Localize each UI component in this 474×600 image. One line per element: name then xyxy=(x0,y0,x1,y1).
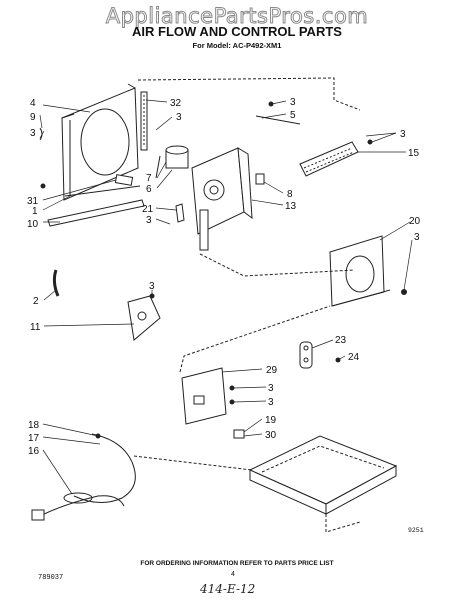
part-base-pan xyxy=(248,435,398,515)
part-rod xyxy=(255,115,301,125)
callout: 19 xyxy=(265,415,277,426)
callout: 3 xyxy=(30,128,36,139)
callout: 29 xyxy=(266,365,278,376)
callout: 31 xyxy=(27,196,39,207)
callout: 5 xyxy=(290,110,296,121)
callout: 4 xyxy=(30,98,36,109)
callout: 6 xyxy=(146,184,152,195)
part-capacitor-clip xyxy=(233,429,245,439)
part-power-cord xyxy=(31,433,136,521)
callout: 7 xyxy=(146,173,152,184)
part-screw-a xyxy=(40,183,46,189)
part-knob-bracket xyxy=(175,203,185,223)
watermark: AppliancePartsPros.com xyxy=(105,4,369,29)
figure-code: 9251 xyxy=(408,527,424,534)
part-right-shroud xyxy=(329,235,391,307)
page-number: 4 xyxy=(231,571,235,578)
callout: 9 xyxy=(30,112,36,123)
part-control-bracket xyxy=(191,147,253,251)
callout: 24 xyxy=(348,352,360,363)
part-tube xyxy=(52,269,60,297)
part-thermostat-holder xyxy=(299,341,341,369)
callout: 1 xyxy=(32,206,38,217)
callout: 3 xyxy=(149,281,155,292)
callout: 3 xyxy=(414,232,420,243)
callout: 11 xyxy=(30,322,41,333)
callout: 18 xyxy=(28,420,40,431)
callout: 3 xyxy=(268,383,274,394)
diagram-title: AIR FLOW AND CONTROL PARTS xyxy=(132,24,342,39)
callout: 21 xyxy=(142,204,154,215)
leader-dashed xyxy=(137,77,361,111)
handwritten-note: 414-E-12 xyxy=(200,582,256,596)
part-small-bracket xyxy=(39,127,43,141)
ordering-note: FOR ORDERING INFORMATION REFER TO PARTS … xyxy=(140,560,334,567)
model-line: For Model: AC-P492-XM1 xyxy=(192,41,282,50)
part-foam-strip xyxy=(64,185,141,197)
callout: 8 xyxy=(287,189,293,200)
callout: 17 xyxy=(28,433,40,444)
callout-labels: 4 9 3 32 3 7 6 31 1 10 21 3 3 5 8 13 3 1… xyxy=(27,97,421,457)
callout: 15 xyxy=(408,148,420,159)
callout: 20 xyxy=(409,216,421,227)
callout: 3 xyxy=(290,97,296,108)
part-shroud-panel xyxy=(61,83,139,201)
part-spring-clip xyxy=(255,173,265,185)
callout: 23 xyxy=(335,335,347,346)
part-motor-bracket xyxy=(127,293,161,341)
part-switch xyxy=(155,145,189,179)
part-control-panel xyxy=(181,367,235,425)
document-number: 789037 xyxy=(38,574,64,582)
callout: 2 xyxy=(33,296,39,307)
part-louver xyxy=(299,139,373,177)
callout: 13 xyxy=(285,201,297,212)
callout: 30 xyxy=(265,430,277,441)
callout: 3 xyxy=(268,397,274,408)
part-seal-bar xyxy=(47,199,145,227)
callout: 16 xyxy=(28,446,40,457)
callout: 3 xyxy=(146,215,152,226)
part-seal-strip xyxy=(140,91,148,151)
callout: 3 xyxy=(176,112,182,123)
callout: 32 xyxy=(170,98,182,109)
callout: 10 xyxy=(27,219,39,230)
callout: 3 xyxy=(400,129,406,140)
part-clip xyxy=(114,174,134,186)
callout-leaders xyxy=(39,99,413,495)
